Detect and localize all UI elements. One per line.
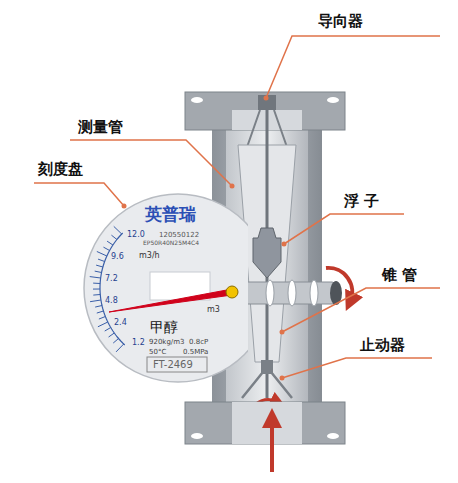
scale-tick	[90, 300, 101, 302]
medium-name: 甲醇	[150, 319, 178, 335]
coupling-ring	[266, 280, 274, 306]
scale-tick	[103, 247, 109, 250]
scale-tick	[105, 328, 111, 332]
unit-label: m3	[207, 305, 220, 314]
dial-face	[84, 194, 248, 382]
scale-dial: 英普瑞 120550122EP50R40N25M4C4 m3/h 12.0 9.6 7.2…	[83, 193, 248, 383]
part-label: 锥 管	[382, 266, 417, 284]
scale-tick	[93, 283, 100, 284]
coupling-ring	[288, 280, 296, 306]
part-label: 浮 子	[344, 192, 379, 210]
leader-line	[282, 358, 432, 378]
scale-tick	[99, 317, 106, 320]
scale-number: 2.4	[114, 318, 127, 327]
viscosity-value: 0.8cP	[189, 338, 208, 346]
bolt-hole	[191, 433, 203, 439]
bottom-bore	[232, 402, 302, 444]
leader-line	[266, 36, 440, 98]
scale-tick	[98, 322, 108, 327]
scale-number: 1.2	[132, 338, 145, 347]
scale-tick	[97, 311, 104, 313]
bolt-hole	[327, 433, 339, 439]
part-label: 导向器	[318, 12, 363, 30]
leader-line	[282, 288, 440, 332]
scale-number: 7.2	[105, 274, 118, 283]
scale-arc	[100, 233, 125, 345]
part-label: 刻度盘	[38, 160, 83, 178]
serial-number: 120550122	[159, 231, 199, 239]
scale-tick	[107, 241, 113, 245]
scale-number: 12.0	[127, 230, 145, 239]
leader-dot	[264, 96, 269, 101]
leader-dot	[122, 204, 127, 209]
scale-number: 9.6	[111, 252, 124, 261]
leader-dot	[280, 330, 285, 335]
model-code: EP50R40N25M4C4	[143, 240, 199, 247]
leader-dot	[230, 184, 235, 189]
scale-tick	[98, 259, 105, 261]
scale-tick	[90, 277, 101, 278]
scale-tick	[93, 294, 100, 296]
tag-number: FT-2469	[153, 359, 193, 371]
scale-tick	[96, 265, 103, 267]
leader-line	[34, 183, 124, 206]
leader-line	[70, 140, 232, 186]
scale-tick	[114, 226, 122, 234]
stopper-legs	[242, 372, 292, 398]
tag-box	[147, 357, 207, 372]
top-flange	[185, 92, 345, 130]
leader-dot	[280, 376, 285, 381]
pressure-value: 0.5MPa	[183, 348, 208, 356]
scale-tick	[95, 271, 102, 272]
bottom-flange	[185, 402, 345, 444]
scale-tick	[109, 333, 115, 337]
temperature-value: 50°C	[149, 348, 166, 356]
density-value: 920kg/m3	[149, 338, 185, 346]
bolt-hole	[191, 97, 203, 103]
leader-dot	[282, 242, 287, 247]
flow-arrow	[270, 418, 274, 472]
scale-tick	[113, 339, 118, 344]
leader-line	[284, 214, 404, 244]
guide	[258, 95, 276, 110]
coupling-ring	[310, 280, 318, 306]
unit-label: m3/h	[139, 251, 160, 260]
scale-tick	[116, 344, 124, 352]
scale-tick	[93, 289, 100, 290]
brand-name: 英普瑞	[145, 205, 196, 225]
bolt-hole	[327, 97, 339, 103]
part-label: 测量管	[78, 118, 123, 136]
scale-number: 4.8	[105, 296, 118, 305]
pointer-knob	[226, 286, 238, 298]
scale-tick	[97, 251, 107, 256]
float	[253, 228, 281, 278]
part-label: 止动器	[360, 336, 405, 354]
scale-tick	[95, 306, 102, 308]
magnet-coupling	[236, 282, 336, 304]
scale-tick	[111, 235, 116, 239]
